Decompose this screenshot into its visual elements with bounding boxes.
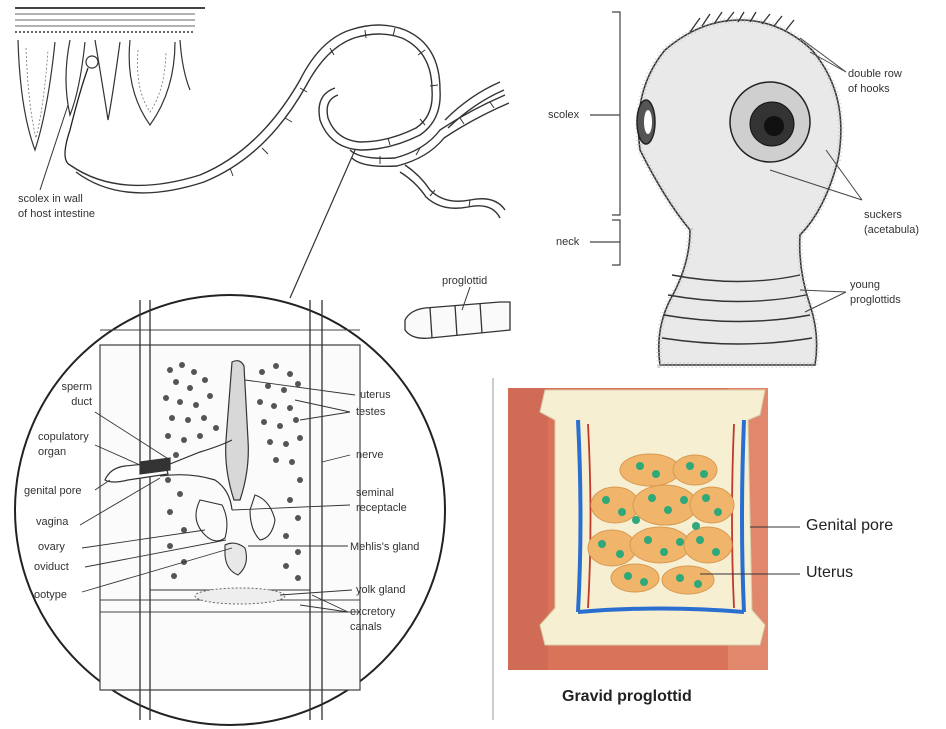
label-nerve: nerve bbox=[356, 448, 384, 462]
strobila-segment-marks bbox=[230, 28, 494, 207]
yolk-gland-shape bbox=[195, 588, 285, 604]
label-uterus-gravid: Uterus bbox=[806, 566, 853, 580]
intestine-wall-illustration bbox=[15, 8, 205, 165]
label-scolex: scolex bbox=[548, 108, 579, 122]
label-proglottids: proglottids bbox=[850, 293, 901, 307]
scolex-illustration bbox=[637, 12, 841, 365]
label-of-host-intestine: of host intestine bbox=[18, 207, 95, 221]
zoom-leader-line bbox=[290, 150, 355, 298]
label-organ: organ bbox=[38, 445, 66, 459]
label-yolk-gland: yolk gland bbox=[356, 583, 406, 597]
label-duct: duct bbox=[52, 395, 92, 409]
label-sperm: sperm bbox=[52, 380, 92, 394]
label-genital-pore: genital pore bbox=[24, 484, 82, 498]
label-vagina: vagina bbox=[36, 515, 68, 529]
scolex-bracket bbox=[590, 12, 620, 265]
label-excretory: excretory bbox=[350, 605, 395, 619]
label-genital-pore-gravid: Genital pore bbox=[806, 519, 893, 533]
scolex-wall-leader bbox=[40, 105, 68, 190]
label-young: young bbox=[850, 278, 880, 292]
label-oviduct: oviduct bbox=[34, 560, 69, 574]
label-ovary: ovary bbox=[38, 540, 65, 554]
label-of-hooks: of hooks bbox=[848, 82, 890, 96]
label-mehlis-gland: Mehlis's gland bbox=[350, 540, 419, 554]
label-suckers: suckers bbox=[864, 208, 902, 222]
label-acetabula: (acetabula) bbox=[864, 223, 919, 237]
label-testes: testes bbox=[356, 405, 385, 419]
label-ootype: ootype bbox=[34, 588, 67, 602]
strobila-chain bbox=[70, 25, 509, 218]
label-copulatory: copulatory bbox=[38, 430, 89, 444]
label-double-row: double row bbox=[848, 67, 902, 81]
label-receptacle: receptacle bbox=[356, 501, 407, 515]
label-proglottid: proglottid bbox=[442, 274, 487, 288]
label-scolex-in-wall: scolex in wall bbox=[18, 192, 83, 206]
label-uterus: uterus bbox=[360, 388, 391, 402]
caption-gravid-proglottid: Gravid proglottid bbox=[562, 688, 692, 706]
gravid-proglottid-panel bbox=[493, 378, 800, 720]
label-neck: neck bbox=[556, 235, 579, 249]
label-seminal: seminal bbox=[356, 486, 394, 500]
proglottid-fragment bbox=[405, 302, 510, 338]
label-canals: canals bbox=[350, 620, 382, 634]
